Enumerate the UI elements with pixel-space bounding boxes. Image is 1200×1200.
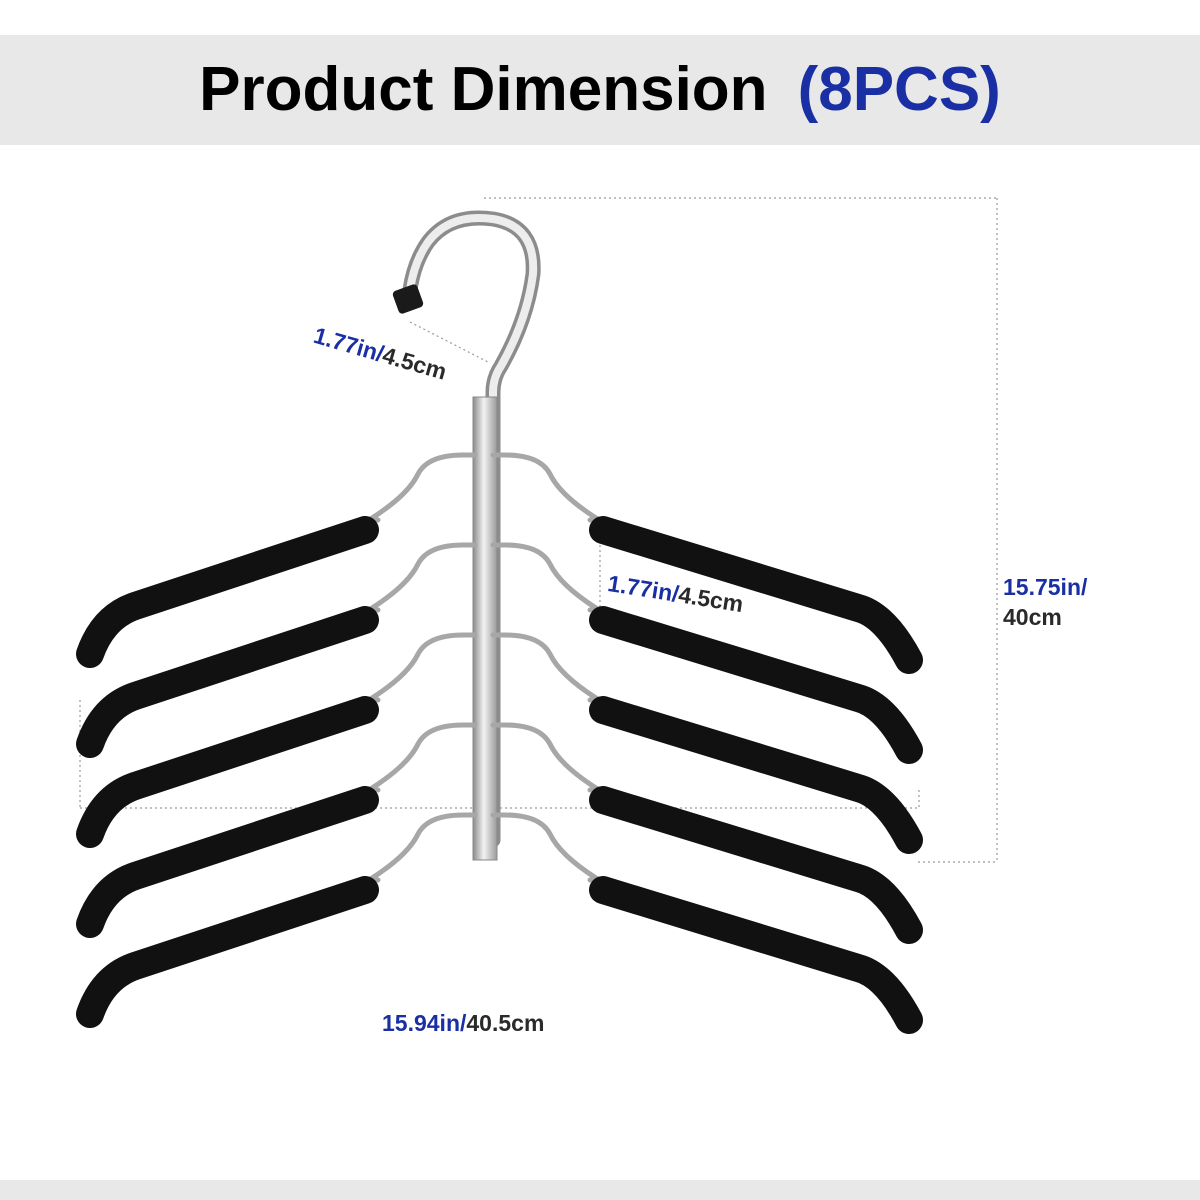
right-arm-1 [589, 516, 923, 674]
left-arm-4 [76, 786, 379, 938]
width-dimension-metric: 40.5cm [466, 1010, 545, 1036]
right-arm-5 [589, 876, 923, 1034]
title-banner: Product Dimension (8PCS) [0, 35, 1200, 145]
right-arm-2 [589, 606, 923, 764]
page-title: Product Dimension (8PCS) [0, 35, 1200, 145]
left-arm-5 [76, 876, 379, 1028]
right-arm-3 [589, 696, 923, 854]
left-arm-3 [76, 696, 379, 848]
height-dimension-imperial: 15.75in/ [1003, 574, 1088, 600]
right-arm-4 [589, 786, 923, 944]
height-dimension-metric: 40cm [1003, 604, 1062, 630]
width-dimension-label: 15.94in/40.5cm [382, 1010, 544, 1037]
rod-tube [472, 396, 498, 861]
title-quantity-text: (8PCS) [797, 55, 1001, 124]
left-arm-1 [76, 516, 379, 668]
left-arm-2 [76, 606, 379, 758]
hanger-wires [366, 452, 602, 883]
dimension-guides [79, 197, 998, 863]
hanger-rod [392, 210, 541, 861]
bottom-band [0, 1180, 1200, 1200]
title-main-text: Product Dimension [199, 55, 768, 124]
hook-end-cap [392, 284, 424, 314]
width-dimension-imperial: 15.94in/ [382, 1010, 467, 1036]
height-dimension-label: 15.75in/ 40cm [1003, 572, 1087, 632]
foam-arms-right [589, 516, 923, 1034]
foam-arms-left [76, 516, 379, 1028]
